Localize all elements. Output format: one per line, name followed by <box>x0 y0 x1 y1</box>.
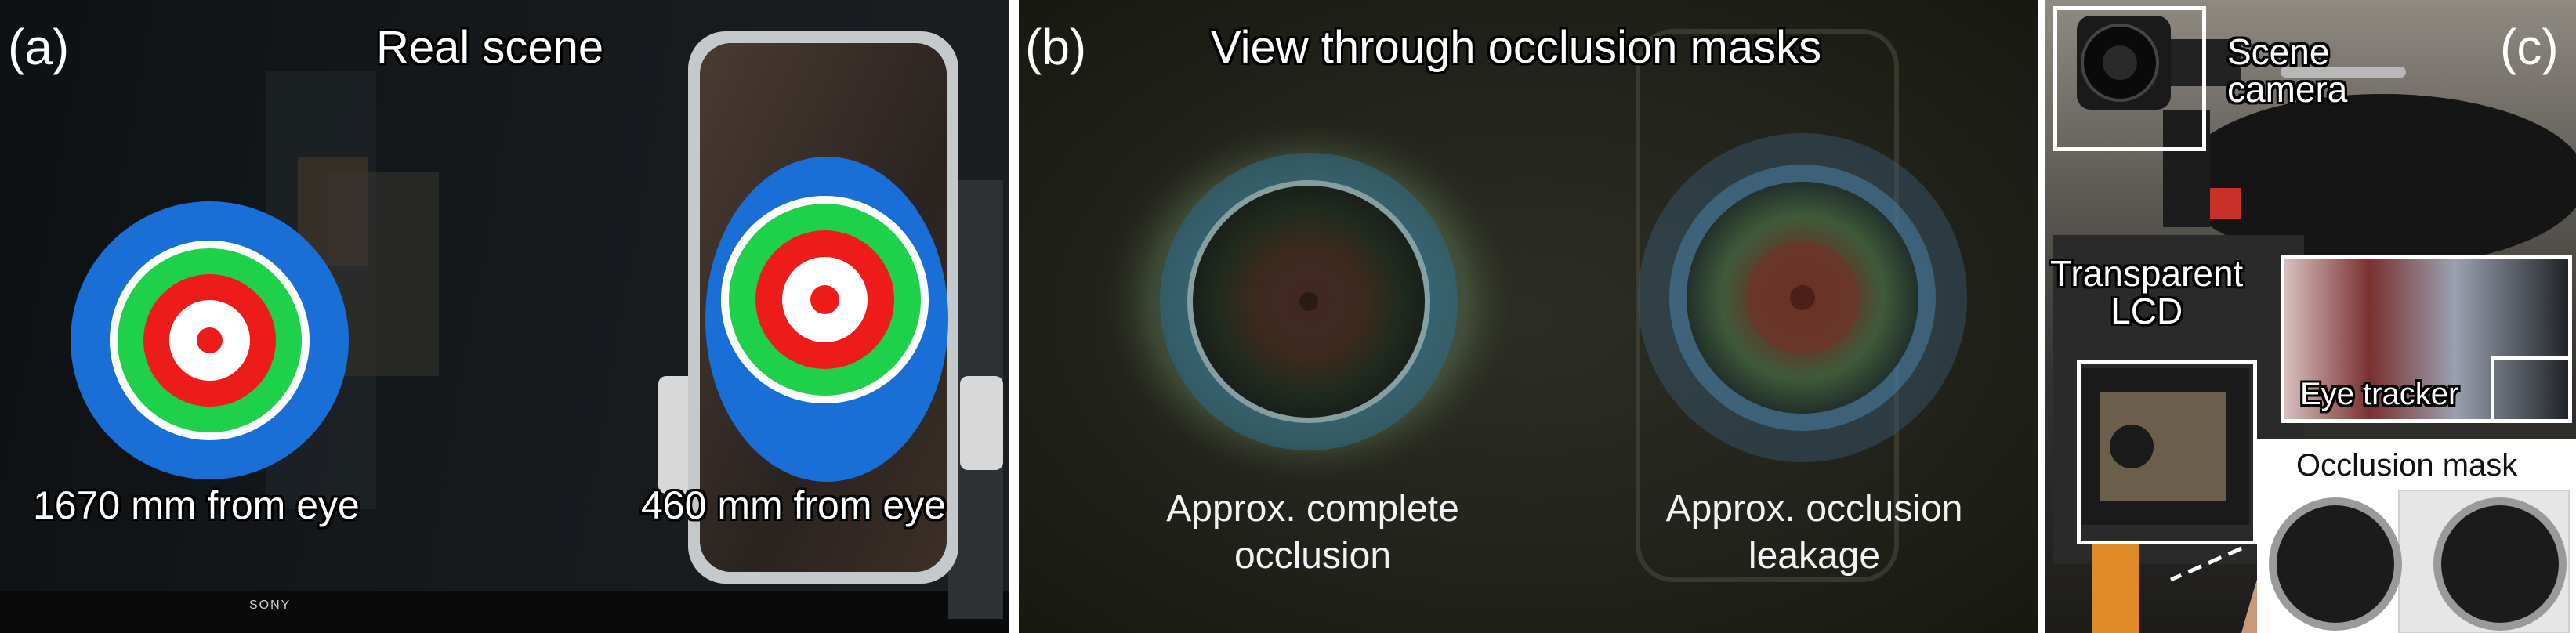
target-near-bullseye <box>810 285 839 314</box>
lcd-ribbon-cable <box>2092 541 2139 633</box>
monitor-bezel <box>0 591 1009 633</box>
panel-title-a: Real scene <box>376 22 604 73</box>
right-mask-center <box>1790 285 1815 310</box>
label-eye-tracker: Eye tracker <box>2300 377 2459 411</box>
phone-clamp <box>960 376 1003 470</box>
panel-tag-b: (b) <box>1025 19 1087 75</box>
occlusion-mask-disk-left <box>2277 505 2394 623</box>
label-transparent-lcd: Transparent LCD <box>2050 253 2244 332</box>
mount-rod <box>2281 67 2406 78</box>
scene-camera-glass <box>2103 45 2137 80</box>
mount-knob <box>2210 188 2241 219</box>
eye-tracker-highlight-box <box>2491 356 2572 423</box>
occlusion-mask-disk-right <box>2441 505 2559 623</box>
panel-tag-c: (c) <box>2500 19 2559 75</box>
scene-camera-mount <box>2171 39 2241 86</box>
monitor-brand-logo: SONY <box>249 599 292 612</box>
caption-complete-occlusion: Approx. complete occlusion <box>1166 488 1459 577</box>
occlusion-view-photo <box>1097 29 1967 582</box>
eye-tracker-inset <box>2281 255 2572 423</box>
caption-near-distance: 460 mm from eye <box>641 483 947 527</box>
label-scene-camera: Scene camera <box>2227 31 2348 110</box>
left-mask-center <box>1299 292 1318 311</box>
scene-camera-highlight-box <box>2053 6 2206 151</box>
panel-real-scene: (a) Real scene 1670 mm from eye 460 mm f… <box>0 0 1009 633</box>
panel-occlusion-view: (b) View through occlusion masks Approx.… <box>1019 0 2038 633</box>
panel-title-b: View through occlusion masks <box>1211 22 1822 73</box>
head-hair <box>2179 94 2576 266</box>
panel-tag-a: (a) <box>8 19 70 75</box>
leader-line <box>2169 546 2243 582</box>
lcd-highlight-box <box>2077 360 2257 544</box>
panel-prototype-setup: (c) Scene camera Transparent LCD Eye tra… <box>2045 0 2576 633</box>
caption-occlusion-leakage: Approx. occlusion leakage <box>1665 488 1963 577</box>
lcd-mask-dot <box>2110 425 2154 468</box>
label-occlusion-mask: Occlusion mask <box>2296 448 2518 483</box>
caption-far-distance: 1670 mm from eye <box>33 483 360 527</box>
target-far-bullseye <box>197 327 223 353</box>
